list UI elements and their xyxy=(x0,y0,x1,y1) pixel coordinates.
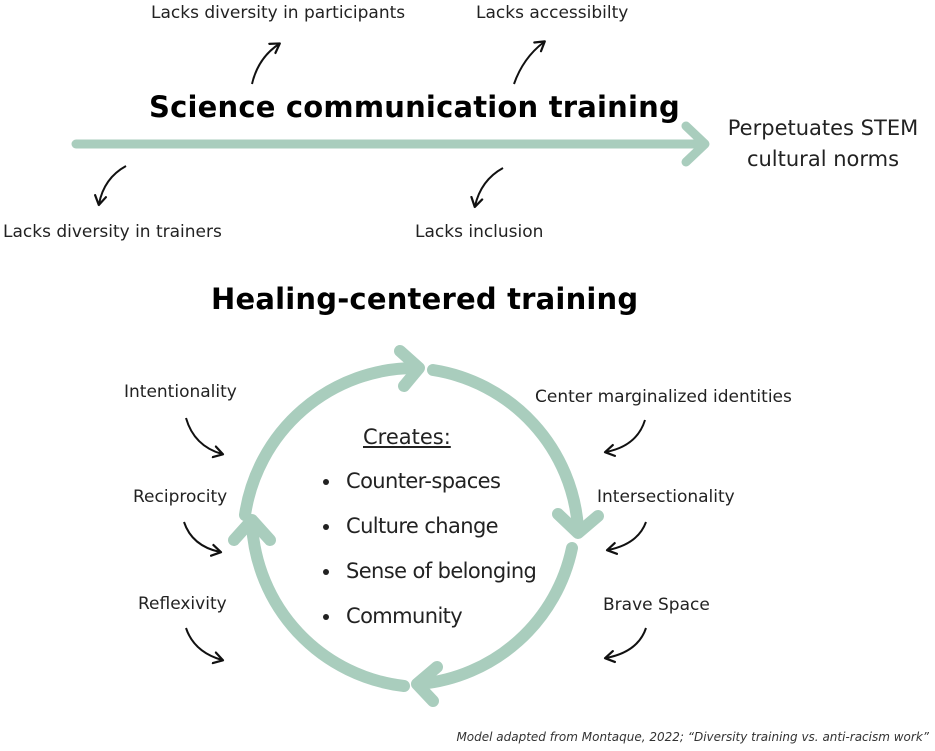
creates-item: Culture change xyxy=(342,513,536,558)
title-healing-centered-training: Healing-centered training xyxy=(211,282,639,316)
creates-heading: Creates: xyxy=(363,425,451,449)
label-intersectionality: Intersectionality xyxy=(597,487,735,507)
creates-item: Community xyxy=(342,603,536,648)
arrow-center-identities-icon xyxy=(606,419,646,452)
creates-item: Sense of belonging xyxy=(342,558,537,603)
label-reflexivity: Reflexivity xyxy=(138,594,227,614)
citation: Model adapted from Montaque, 2022; “Dive… xyxy=(456,730,929,744)
label-intentionality: Intentionality xyxy=(124,382,237,402)
arrow-up-participants-icon xyxy=(251,44,279,85)
arrow-intersectionality-icon xyxy=(608,521,647,550)
cycle-arcs xyxy=(228,345,604,707)
label-lacks-diversity-trainers: Lacks diversity in trainers xyxy=(3,222,222,242)
arrow-brave-space-icon xyxy=(606,627,647,658)
label-reciprocity: Reciprocity xyxy=(133,487,228,507)
outcome-text: Perpetuates STEM cultural norms xyxy=(712,113,934,175)
arrow-intentionality-icon xyxy=(185,417,222,454)
title-science-communication-training: Science communication training xyxy=(149,90,680,124)
arrow-up-accessibility-icon xyxy=(513,42,544,85)
label-lacks-inclusion: Lacks inclusion xyxy=(415,222,544,242)
label-lacks-diversity-participants: Lacks diversity in participants xyxy=(151,3,406,23)
arrow-down-inclusion-icon xyxy=(475,167,504,206)
label-brave-space: Brave Space xyxy=(603,595,710,615)
creates-item: Counter-spaces xyxy=(342,468,536,513)
creates-list: Counter-spaces Culture change Sense of b… xyxy=(320,468,537,648)
outcome-line-1: Perpetuates STEM xyxy=(727,116,919,140)
arrow-reflexivity-icon xyxy=(185,627,222,660)
arrow-reciprocity-icon xyxy=(183,521,220,552)
label-center-marginalized-identities: Center marginalized identities xyxy=(535,387,792,407)
arrow-down-trainers-icon xyxy=(99,165,127,204)
main-arrow xyxy=(71,121,710,167)
outcome-line-2: cultural norms xyxy=(746,147,900,171)
label-lacks-accessibility: Lacks accessibilty xyxy=(476,3,629,23)
